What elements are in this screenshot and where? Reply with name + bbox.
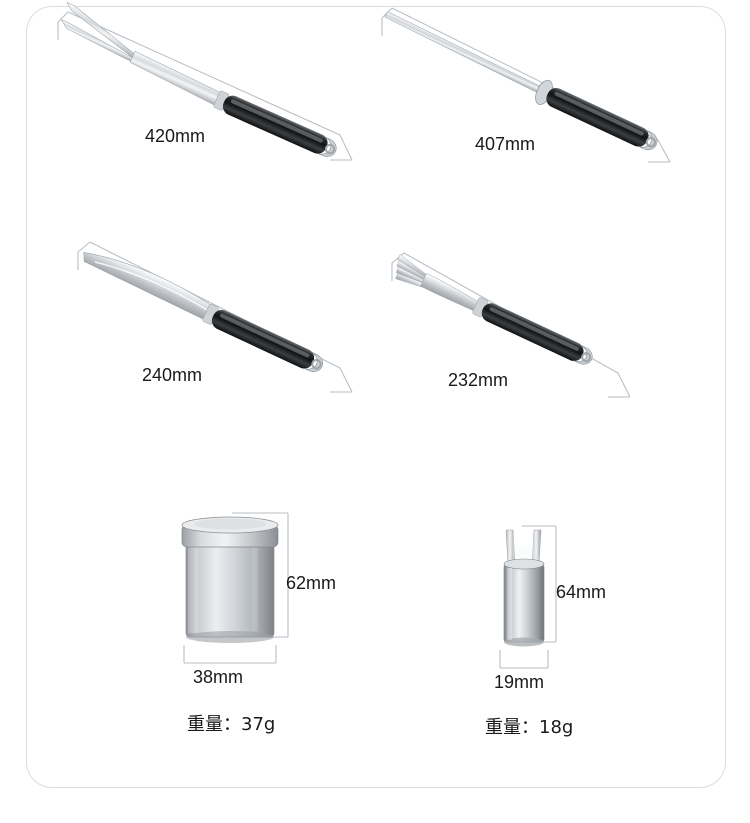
- dinner-fork-drawing: [391, 252, 631, 398]
- shaker-canister-drawing: [181, 512, 289, 664]
- product-carving-fork: 420mm: [40, 0, 380, 190]
- steak-knife-drawing: [77, 241, 353, 393]
- product-steak-knife: 240mm: [58, 230, 388, 420]
- dimension-label-tube-width: 19mm: [494, 672, 545, 692]
- dimension-label-canister-width: 38mm: [193, 667, 244, 687]
- product-shaker-canister: 62mm 38mm 重量：37g: [160, 505, 380, 735]
- weight-label-tube: 重量：18g: [485, 717, 574, 738]
- dimension-label-tube-height: 64mm: [556, 582, 607, 602]
- corer-tube-drawing: [499, 525, 557, 669]
- sharpening-steel-drawing: [381, 7, 671, 163]
- dimension-label-carving-fork: 420mm: [145, 126, 206, 146]
- carving-fork-drawing: [57, 1, 353, 161]
- weight-label-canister: 重量：37g: [187, 714, 276, 735]
- dimension-label-dinner-fork: 232mm: [448, 370, 509, 390]
- product-sharpening-steel: 407mm: [370, 0, 700, 190]
- dimension-label-canister-height: 62mm: [286, 573, 337, 593]
- dimension-label-steak-knife: 240mm: [142, 365, 203, 385]
- product-dinner-fork: 232mm: [370, 245, 670, 425]
- product-corer-tube: 64mm 19mm 重量：18g: [480, 520, 680, 740]
- dimension-label-sharpening-steel: 407mm: [475, 134, 536, 154]
